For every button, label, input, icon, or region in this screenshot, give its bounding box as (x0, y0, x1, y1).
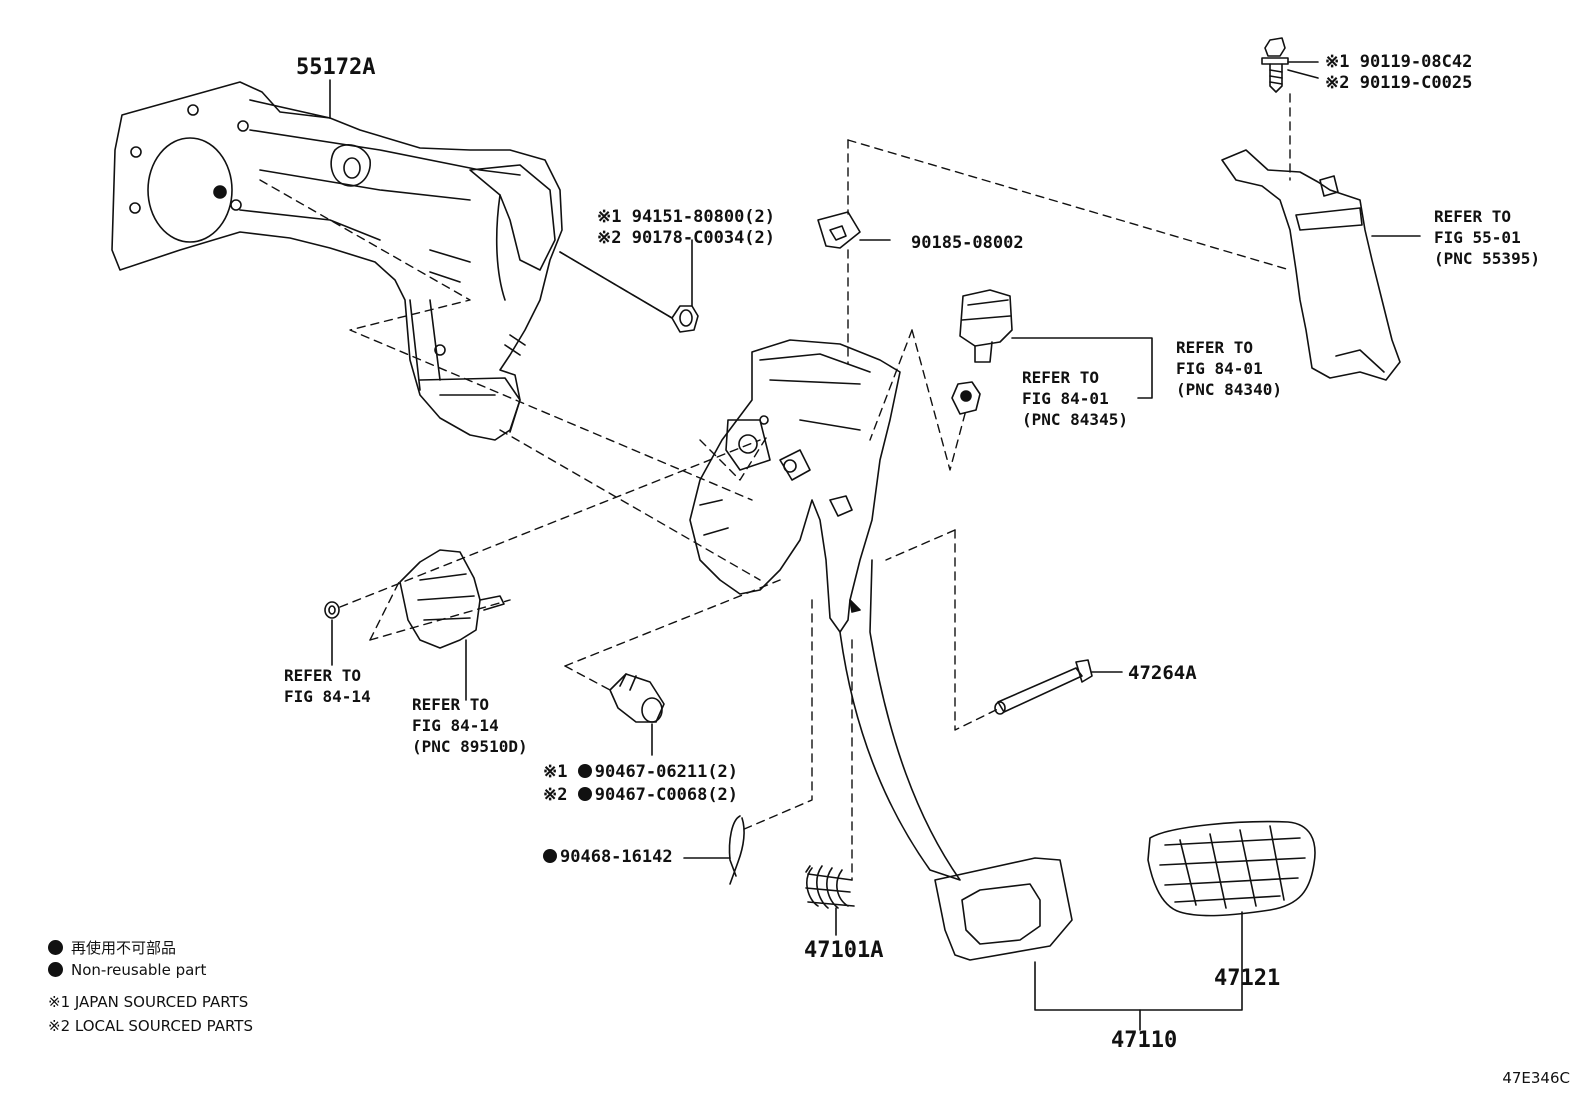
pedal-support-assembly (689, 339, 1073, 961)
ref-84345-line2: FIG 84-01 (1022, 389, 1109, 408)
legend-nonreusable-jp: 再使用不可部品 (48, 937, 176, 958)
label-47264a: 47264A (1128, 662, 1197, 684)
non-reusable-dot-icon (48, 940, 63, 955)
bushing-90467 (609, 673, 665, 756)
bracket-55395 (1221, 149, 1421, 381)
label-47121: 47121 (1214, 966, 1281, 991)
bolt-90119 (1261, 37, 1319, 93)
label-90467-line2-number: 90467-C0068(2) (594, 785, 739, 805)
ref-84345: REFER TO FIG 84-01 (PNC 84345) (1022, 367, 1128, 430)
non-reusable-dot-icon (577, 787, 592, 801)
spring-47101a (805, 865, 855, 936)
label-90468: 90468-16142 (543, 846, 673, 868)
nut-94151 (559, 239, 699, 333)
label-90467-line1: ※1 90467-06211(2) (543, 761, 738, 783)
label-90467-line2-prefix: ※2 (543, 785, 568, 805)
legend-local-sourced: ※2 LOCAL SOURCED PARTS (48, 1017, 253, 1035)
ref-89510d: REFER TO FIG 84-14 (PNC 89510D) (412, 694, 528, 757)
label-94151-line1: ※1 94151-80800(2) (597, 207, 776, 227)
diagram-code: 47E346C (1502, 1069, 1570, 1087)
ref-84340-line3: (PNC 84340) (1176, 380, 1282, 399)
ref-84-14-left-line1: REFER TO (284, 666, 362, 685)
pedal-bracket-55172a (111, 81, 563, 441)
non-reusable-dot-icon (543, 849, 557, 863)
ref-84-14-left-line2: FIG 84-14 (284, 687, 371, 706)
assembly-dashed-lines (259, 93, 1291, 881)
label-47110: 47110 (1111, 1028, 1178, 1053)
ref-55395-line2: FIG 55-01 (1434, 228, 1521, 247)
label-90119-line1: ※1 90119-08C42 (1325, 52, 1473, 72)
clip-84345 (951, 381, 981, 415)
label-90468-number: 90468-16142 (560, 847, 673, 867)
clip-90185 (817, 211, 891, 249)
label-47101a: 47101A (804, 938, 884, 963)
clip-90468 (683, 815, 745, 885)
ref-55395-line1: REFER TO (1434, 207, 1512, 226)
pin-47264a (994, 659, 1123, 715)
ref-84340-line2: FIG 84-01 (1176, 359, 1263, 378)
pedal-pad-47121 (1147, 820, 1316, 917)
ref-89510d-line2: FIG 84-14 (412, 716, 499, 735)
callout-47110 (1034, 911, 1243, 1011)
ref-89510d-line1: REFER TO (412, 695, 490, 714)
non-reusable-dot-icon (577, 764, 592, 778)
label-94151-line2: ※2 90178-C0034(2) (597, 228, 776, 248)
legend-nonreusable-jp-text: 再使用不可部品 (71, 939, 177, 957)
ref-84-14-left: REFER TO FIG 84-14 (284, 665, 371, 707)
ref-89510d-line3: (PNC 89510D) (412, 737, 528, 756)
ref-84340: REFER TO FIG 84-01 (PNC 84340) (1176, 337, 1282, 400)
legend-nonreusable-en-text: Non-reusable part (71, 961, 207, 979)
ring-fig-84-14 (324, 601, 340, 666)
label-90119-line2: ※2 90119-C0025 (1325, 73, 1473, 93)
stop-lamp-switch-84340 (959, 289, 1153, 399)
ref-55395-line3: (PNC 55395) (1434, 249, 1540, 268)
sensor-89510d (399, 549, 505, 701)
legend-japan-sourced: ※1 JAPAN SOURCED PARTS (48, 993, 249, 1011)
ref-84340-line1: REFER TO (1176, 338, 1254, 357)
label-90467-line2: ※2 90467-C0068(2) (543, 784, 738, 806)
ref-84345-line3: (PNC 84345) (1022, 410, 1128, 429)
ref-84345-line1: REFER TO (1022, 368, 1100, 387)
label-90467-line1-prefix: ※1 (543, 762, 568, 782)
ref-55395: REFER TO FIG 55-01 (PNC 55395) (1434, 206, 1540, 269)
label-90467-line1-number: 90467-06211(2) (594, 762, 739, 782)
label-90185: 90185-08002 (911, 233, 1024, 253)
legend-nonreusable-en: Non-reusable part (48, 961, 206, 979)
non-reusable-dot-icon (48, 962, 63, 977)
label-55172a: 55172A (296, 55, 376, 80)
